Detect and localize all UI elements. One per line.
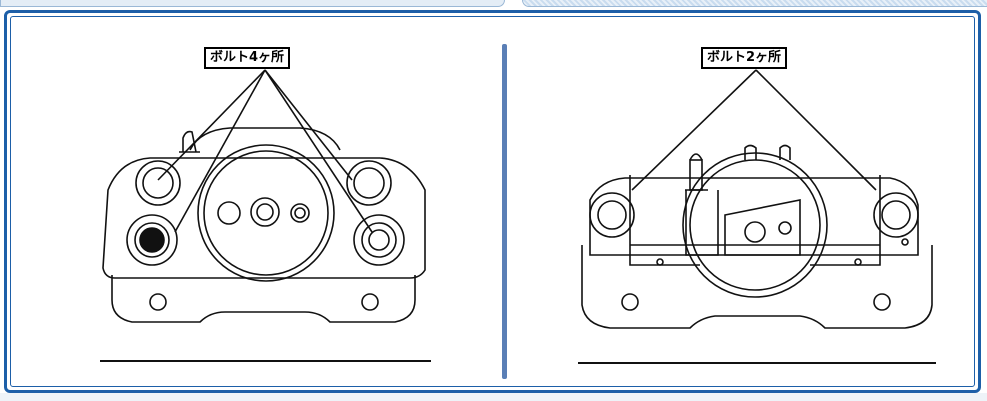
diagram-frame [4,10,981,393]
left-baseline [100,360,431,362]
right-bolt-label: ボルト2ヶ所 [701,47,788,69]
left-leader-line [157,69,266,181]
left-leader-line [264,69,373,233]
panel-divider [502,44,507,379]
top-tab-strip [0,0,987,10]
left-leader-line [174,69,266,233]
diagram-frame-inner [10,16,975,387]
left-leader-line [264,69,353,181]
right-baseline [578,362,936,364]
footer-strip [0,393,987,401]
tab-right[interactable] [522,0,987,7]
right-leader-line [631,69,757,191]
right-leader-line [755,69,877,191]
left-bolt-label: ボルト4ヶ所 [204,47,291,69]
